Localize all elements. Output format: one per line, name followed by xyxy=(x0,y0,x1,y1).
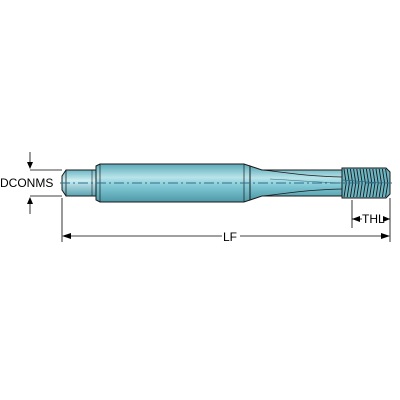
shank-diameter-label: DCONMS xyxy=(0,176,53,190)
thread-crest xyxy=(343,168,347,198)
thread-length-dimension: THL xyxy=(351,200,390,228)
thread-crest xyxy=(356,168,360,198)
thread-length-label: THL xyxy=(362,212,385,226)
thread-crest xyxy=(375,168,379,198)
overall-length-label: LF xyxy=(223,230,237,244)
overall-length-dimension: LF xyxy=(61,198,391,244)
shank-diameter-dimension: DCONMS xyxy=(0,152,62,214)
thread-crest xyxy=(362,168,366,198)
